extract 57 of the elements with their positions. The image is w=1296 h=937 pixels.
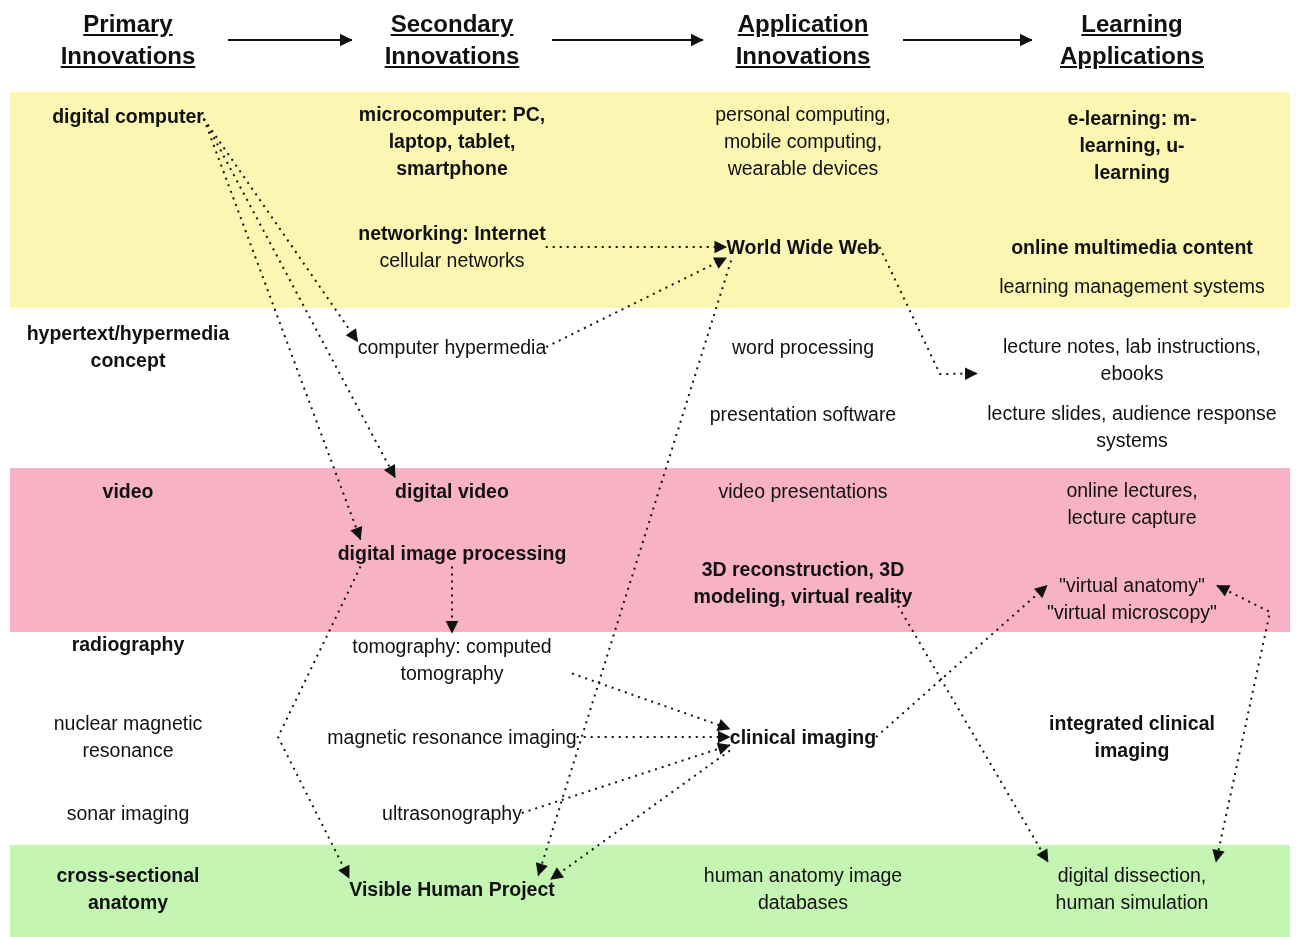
arrow [571, 672, 731, 731]
term-label: video presentations [718, 478, 888, 504]
term-label: e-learning: m-learning, u-learning [1066, 105, 1198, 185]
term-label: ultrasonography [382, 800, 522, 826]
term-label: digital image processing [337, 540, 567, 566]
term-label: lecture notes, lab instructions, ebooks [1002, 334, 1262, 386]
arrow [890, 592, 1049, 863]
term-label: 3D reconstruction, 3D modeling, virtual reality [693, 557, 913, 609]
column-heading: Application Innovations [734, 9, 872, 71]
term-label: presentation software [709, 401, 897, 427]
term-label: online multimedia content [1011, 234, 1253, 260]
term-label: nuclear magnetic resonance [52, 711, 204, 763]
term-label: microcomputer: PC, laptop, tablet, smartphone [357, 101, 547, 181]
term-label: World Wide Web [726, 234, 880, 260]
term-label: clinical imaging [729, 724, 877, 750]
term-label: cross-sectional anatomy [55, 863, 201, 915]
double-arrow [1212, 584, 1272, 863]
arrow [520, 742, 731, 814]
term-label: tomography: computed tomography [351, 634, 553, 686]
column-heading: Learning Applications [1059, 9, 1205, 71]
term-label: sonar imaging [66, 800, 190, 826]
term-label: radiography [71, 631, 185, 657]
arrow [202, 117, 359, 343]
term-label: human anatomy image databases [702, 863, 904, 915]
term-label: digital computer [52, 103, 204, 129]
term-label: Visible Human Project [349, 876, 555, 902]
arrow [551, 33, 704, 47]
arrow [875, 584, 1049, 738]
term-label: magnetic resonance imaging [327, 724, 577, 750]
column-heading: Secondary Innovations [383, 9, 521, 71]
arrow [227, 33, 353, 47]
arrow [902, 33, 1033, 47]
term-label: personal computing, mobile computing, wearable devices [714, 101, 892, 181]
arrow [535, 259, 733, 877]
term-label: hypertext/hypermedia concept [25, 321, 231, 373]
term-label: lecture slides, audience response systems [986, 401, 1278, 453]
term-label: networking: Internet [358, 221, 546, 246]
arrow [445, 565, 459, 634]
arrow [878, 246, 978, 380]
arrow [549, 749, 731, 881]
term-label: digital dissection, human simulation [1054, 863, 1210, 915]
term-label: computer hypermedia [357, 334, 547, 360]
arrow [202, 117, 363, 541]
arrow [276, 565, 362, 880]
arrow [544, 240, 728, 254]
column-heading: Primary Innovations [59, 9, 197, 71]
term-label: video [102, 478, 154, 504]
term-label: learning management systems [999, 273, 1265, 299]
term-label: online lectures, lecture capture [1065, 478, 1199, 530]
arrow [545, 256, 728, 348]
term-label: digital video [395, 478, 509, 504]
term-label: "virtual anatomy" [1057, 573, 1207, 598]
term-label: cellular networks [378, 248, 526, 273]
term-label: "virtual microscopy" [1047, 600, 1217, 625]
term-label: word processing [732, 334, 874, 360]
arrow [575, 730, 731, 744]
term-label: integrated clinical imaging [1048, 711, 1216, 763]
